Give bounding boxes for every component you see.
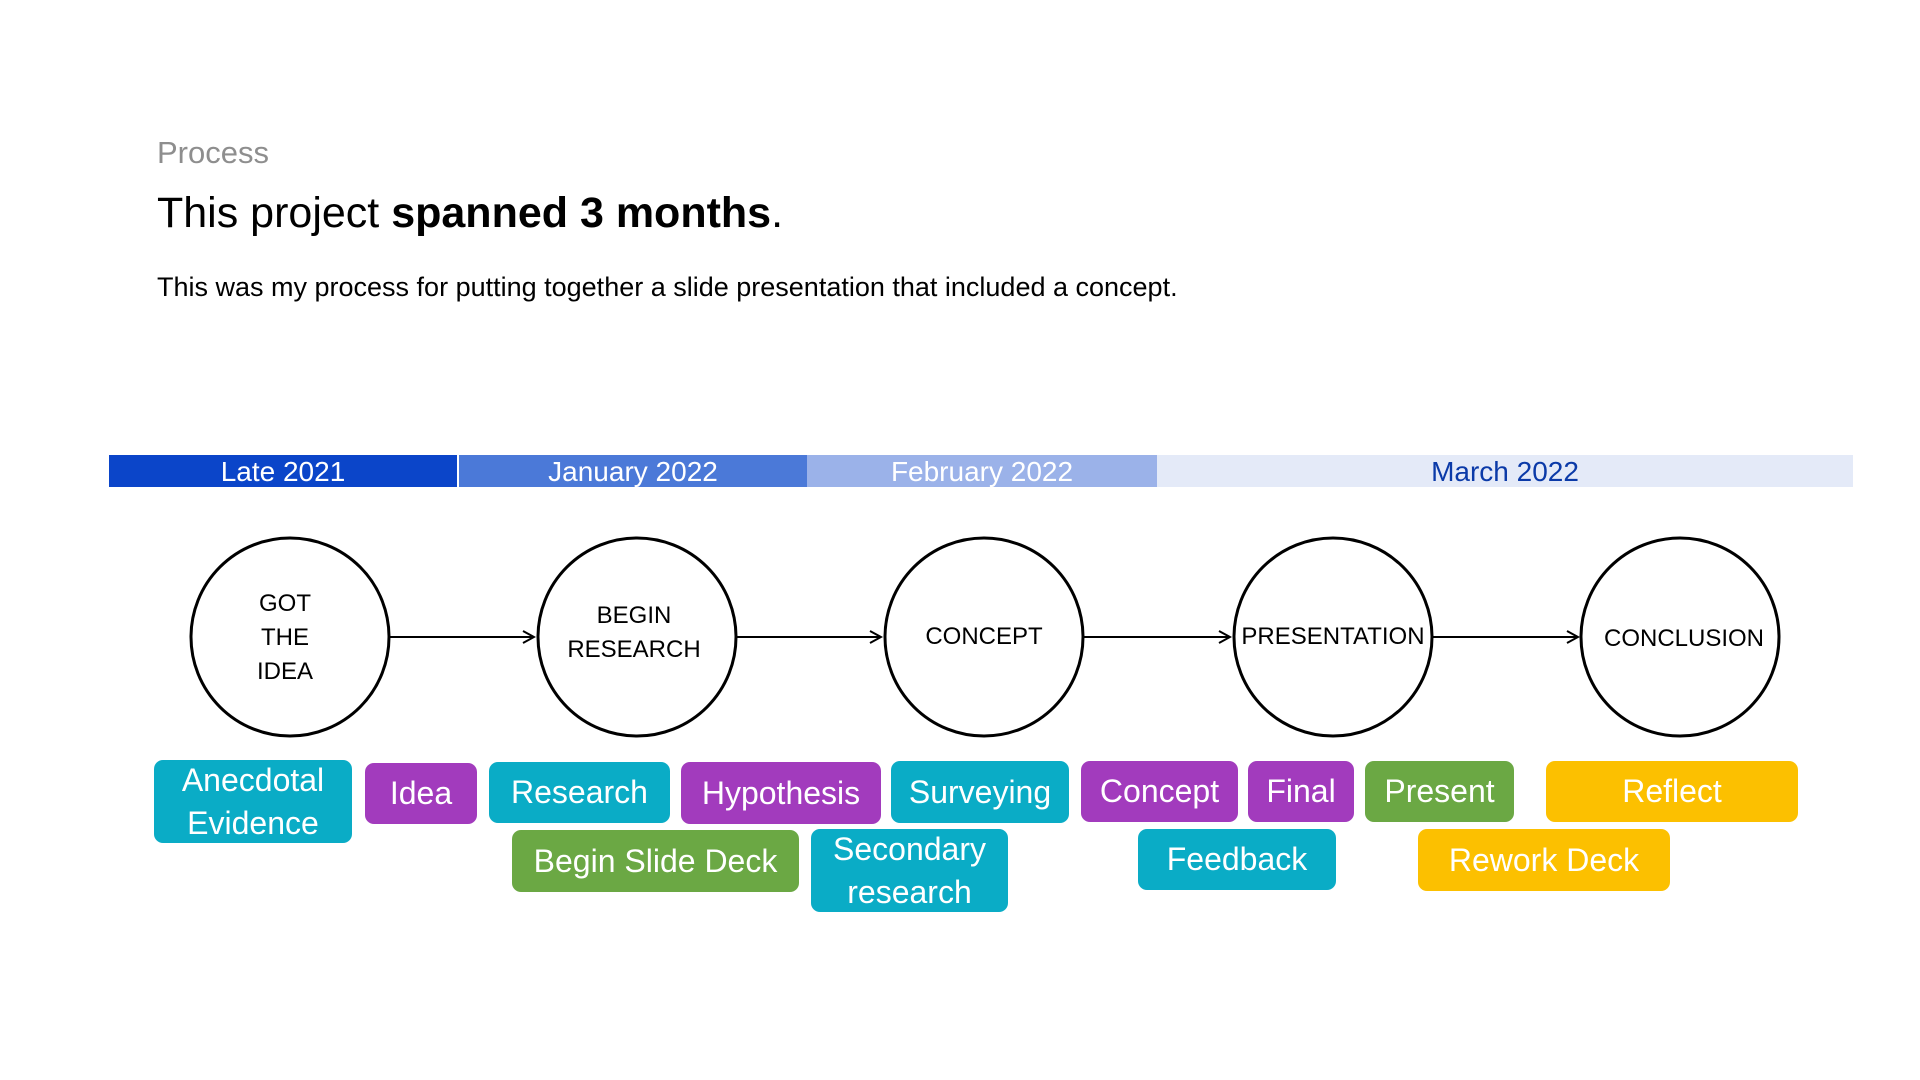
page-description: This was my process for putting together…	[157, 272, 1178, 302]
stage-label-line: RESEARCH	[567, 636, 701, 663]
stage-circle-concept	[883, 536, 1085, 738]
tag-text: Begin Slide Deck	[533, 842, 778, 879]
tag-text: Present	[1384, 773, 1495, 809]
timeline-period-january-2022: January 2022	[457, 455, 807, 487]
stage-circle-begin-research	[536, 536, 738, 738]
timeline-period-march-2022: March 2022	[1157, 455, 1853, 487]
tag-text: Feedback	[1166, 841, 1308, 877]
tag-begin-slide-deck: Begin Slide Deck	[512, 830, 799, 892]
tag-text: Research	[511, 774, 648, 810]
tag-text: Reflect	[1622, 773, 1722, 809]
tag-anecdotal-evidence: Anecdotal Evidence	[154, 760, 352, 843]
tag-final: Final	[1248, 761, 1354, 822]
tag-reflect: Reflect	[1546, 761, 1798, 822]
stage-label-line: GOT	[259, 590, 311, 617]
stage-label-line: BEGIN	[596, 602, 672, 629]
stage-label-begin-research: BEGIN RESEARCH	[539, 599, 729, 667]
tag-text: Rework Deck	[1448, 841, 1640, 878]
tag-text: Surveying	[908, 773, 1052, 810]
tag-text: Idea	[389, 775, 453, 811]
stage-circle-presentation	[1232, 536, 1434, 738]
tag-text-line: Evidence	[187, 804, 319, 841]
tag-research: Research	[489, 762, 670, 823]
stage-label-line: THE	[261, 624, 309, 651]
timeline-bar: Late 2021 January 2022 February 2022 Mar…	[109, 455, 1853, 487]
section-eyebrow: Process	[157, 135, 269, 170]
stage-circle-conclusion	[1579, 536, 1781, 738]
tag-text: Final	[1266, 773, 1336, 809]
tag-text: Hypothesis	[701, 774, 861, 811]
tag-concept: Concept	[1081, 761, 1238, 822]
stage-circle-got-the-idea	[189, 536, 391, 738]
stage-label-line: CONCLUSION	[1603, 625, 1765, 652]
title-plain: This project	[157, 189, 392, 237]
page-title: This project spanned 3 months.	[157, 188, 783, 240]
tag-present: Present	[1365, 761, 1514, 822]
tag-surveying: Surveying	[891, 761, 1069, 823]
stage-label-line: IDEA	[256, 658, 313, 685]
stage-label-line: PRESENTATION	[1241, 623, 1425, 650]
stage-label-conclusion: CONCLUSION	[1589, 622, 1779, 656]
tag-rework-deck: Rework Deck	[1418, 829, 1670, 891]
tag-text-line: Anecdotal	[181, 761, 325, 798]
tag-text: Concept	[1099, 773, 1220, 809]
stage-label-concept: CONCEPT	[889, 620, 1079, 654]
tag-text-line: research	[847, 873, 972, 910]
stage-label-line: CONCEPT	[925, 623, 1043, 650]
stage-label-presentation: PRESENTATION	[1238, 620, 1428, 654]
tag-feedback: Feedback	[1138, 829, 1336, 890]
stage-label-got-the-idea: GOT THE IDEA	[190, 587, 380, 689]
tag-text-line: Secondary	[833, 830, 986, 867]
tag-hypothesis: Hypothesis	[681, 762, 881, 824]
timeline-period-february-2022: February 2022	[807, 455, 1157, 487]
timeline-period-late-2021: Late 2021	[109, 455, 457, 487]
tag-secondary-research: Secondary research	[811, 829, 1008, 912]
tag-idea: Idea	[365, 763, 477, 824]
title-end: .	[771, 189, 784, 237]
title-bold: spanned 3 months	[391, 189, 772, 237]
